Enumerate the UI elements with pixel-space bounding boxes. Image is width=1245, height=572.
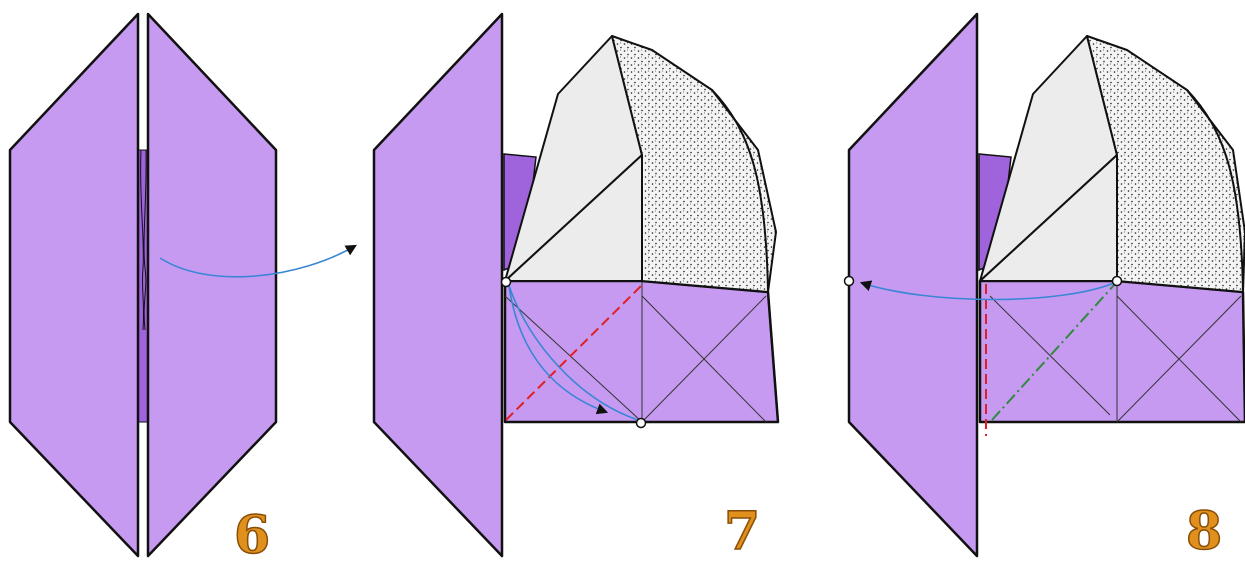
step-7-diagram — [374, 14, 778, 556]
step-number-8: 8 — [1186, 506, 1222, 558]
step-8-diagram — [845, 14, 1245, 556]
step-7-point-start — [502, 278, 511, 287]
step-number-6: 6 — [234, 510, 270, 562]
step-number-7: 7 — [724, 506, 760, 558]
step-7-left-flap — [374, 14, 502, 556]
step-7-point-target — [637, 419, 646, 428]
step-6-right-flap — [148, 14, 276, 556]
step-8-point-target — [845, 277, 854, 286]
step-6-left-flap — [10, 14, 138, 556]
step-8-point-start — [1113, 277, 1122, 286]
step-6-diagram — [10, 14, 355, 556]
step-8-lower-section — [980, 281, 1245, 422]
